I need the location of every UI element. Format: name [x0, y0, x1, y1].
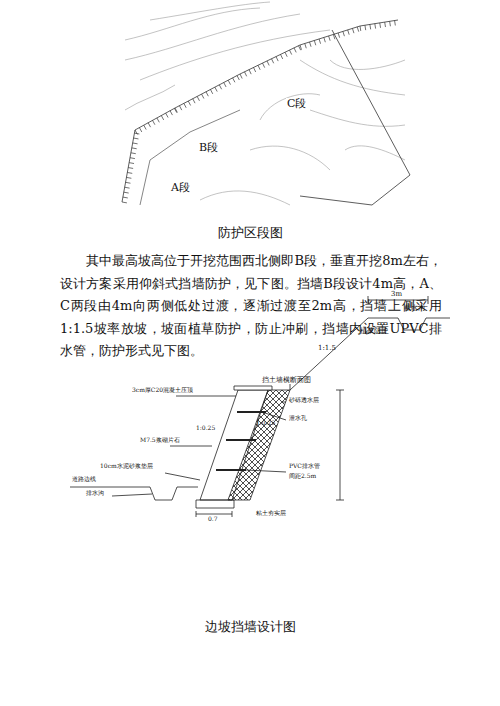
wall-note: M7.5浆砌片石	[140, 437, 180, 444]
section-label: B段	[198, 142, 219, 155]
section-label: C段	[286, 98, 307, 111]
slope-hatching	[122, 21, 395, 203]
wall-note: 泄水孔	[289, 415, 307, 422]
wall-note: 截水沟	[404, 304, 425, 312]
drawing-title: 挡土墙横断面图	[262, 376, 311, 384]
figure-caption: 防护区段图	[218, 226, 283, 241]
wall-note: 间距2.5m	[289, 473, 316, 480]
wall-note: 排水沟	[86, 490, 104, 497]
wall-note: 粘土夯实层	[256, 510, 286, 517]
site-boundary	[122, 20, 410, 205]
dimension: 3m	[391, 290, 402, 298]
wall-note: 砂砾透水层	[289, 397, 319, 404]
slope-ratio: 1:0.25	[256, 420, 275, 427]
figure-caption: 边坡挡墙设计图	[205, 620, 296, 635]
section-label: A段	[170, 182, 191, 195]
dimension: 0.7	[208, 516, 218, 523]
contour-lines	[125, 2, 405, 205]
wall-note: 道路边线	[72, 476, 96, 483]
wall-note: 植草防护	[360, 327, 388, 335]
wall-note: 3cm厚C20混凝土压顶	[132, 387, 193, 394]
wall-note: PVC排水管	[289, 463, 320, 470]
body-text: 其中最高坡高位于开挖范围西北侧即B段，垂直开挖8m左右，设计方案采用仰斜式挡墙防…	[60, 250, 442, 363]
slope-ratio: 1:1.5	[318, 344, 336, 352]
wall-note: 10cm水泥砂浆垫层	[100, 463, 153, 470]
slope-ratio: 1:0.25	[196, 425, 215, 432]
